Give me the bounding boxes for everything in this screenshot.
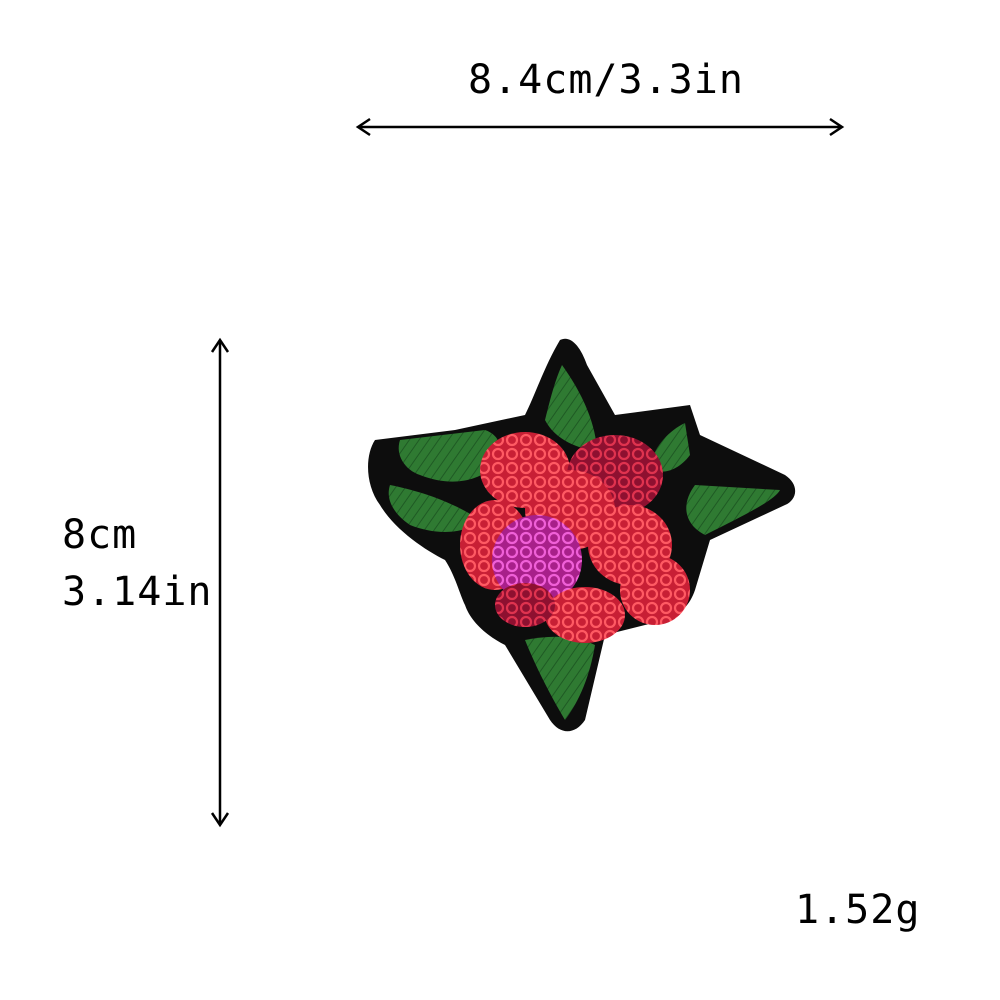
sequin-flower <box>460 432 690 643</box>
leaf-right <box>686 485 780 535</box>
leaf-left <box>398 430 501 482</box>
petal-bottom <box>545 587 625 643</box>
petal-far-right <box>620 555 690 625</box>
height-arrow <box>210 337 230 828</box>
height-in-label: 3.14in <box>62 569 213 615</box>
petal-bottom-left <box>495 583 555 627</box>
leaf-right-top <box>650 423 690 472</box>
width-arrow <box>355 117 845 137</box>
petal-pink <box>492 515 582 605</box>
leaf-left-low <box>388 485 480 532</box>
weight-label: 1.52g <box>795 887 921 933</box>
height-cm-label: 8cm <box>62 512 138 558</box>
width-label: 8.4cm/3.3in <box>468 57 744 103</box>
leaf-bottom <box>525 636 595 720</box>
rose-patch-image <box>368 338 796 732</box>
leaf-top <box>545 365 597 450</box>
